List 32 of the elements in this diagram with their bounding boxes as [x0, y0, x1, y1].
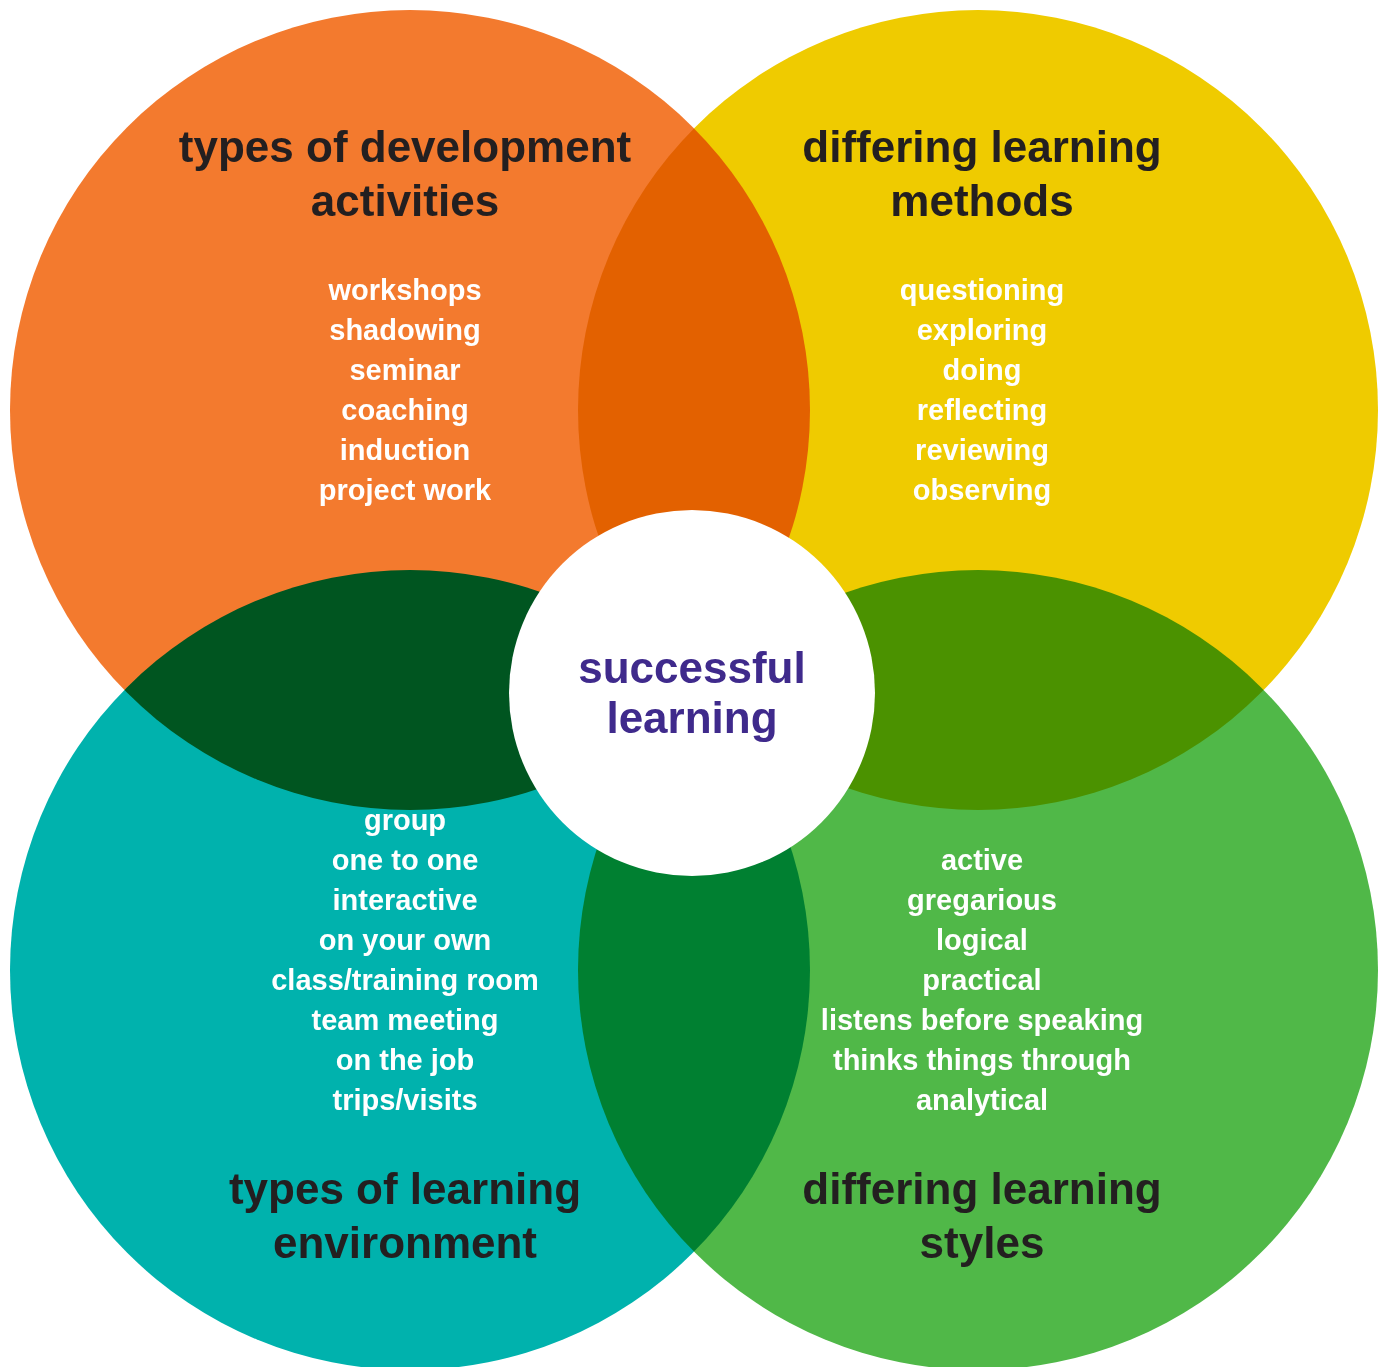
- list-item: questioning: [899, 273, 1065, 308]
- circle-heading: types of development activities: [177, 121, 633, 227]
- list-item: interactive: [332, 883, 478, 918]
- list-item: doing: [942, 353, 1022, 388]
- list-item: workshops: [328, 273, 482, 308]
- circle-heading: differing learning methods: [801, 121, 1163, 227]
- list-item: one to one: [331, 843, 479, 878]
- list-item: listens before speaking: [820, 1003, 1144, 1038]
- list-item: trips/visits: [332, 1083, 478, 1118]
- circle-heading: differing learning styles: [801, 1163, 1163, 1269]
- list-item: on your own: [318, 923, 492, 958]
- list-item: on the job: [335, 1043, 475, 1078]
- list-item: observing: [912, 473, 1052, 508]
- list-item: reviewing: [915, 433, 1049, 468]
- center-label: successful learning: [577, 643, 807, 743]
- list-item: analytical: [915, 1083, 1049, 1118]
- list-item: shadowing: [329, 313, 481, 348]
- list-item: thinks things through: [833, 1043, 1131, 1078]
- list-item: gregarious: [907, 883, 1057, 918]
- list-item: class/training room: [271, 963, 539, 998]
- list-item: exploring: [916, 313, 1048, 348]
- list-item: project work: [318, 473, 492, 508]
- list-item: practical: [922, 963, 1042, 998]
- list-item: seminar: [349, 353, 461, 388]
- list-item: induction: [339, 433, 471, 468]
- circle-heading: types of learning environment: [227, 1163, 583, 1269]
- list-item: coaching: [341, 393, 469, 428]
- list-item: group: [363, 803, 447, 838]
- list-item: active: [940, 843, 1024, 878]
- list-item: team meeting: [311, 1003, 499, 1038]
- list-item: reflecting: [916, 393, 1048, 428]
- list-item: logical: [936, 923, 1028, 958]
